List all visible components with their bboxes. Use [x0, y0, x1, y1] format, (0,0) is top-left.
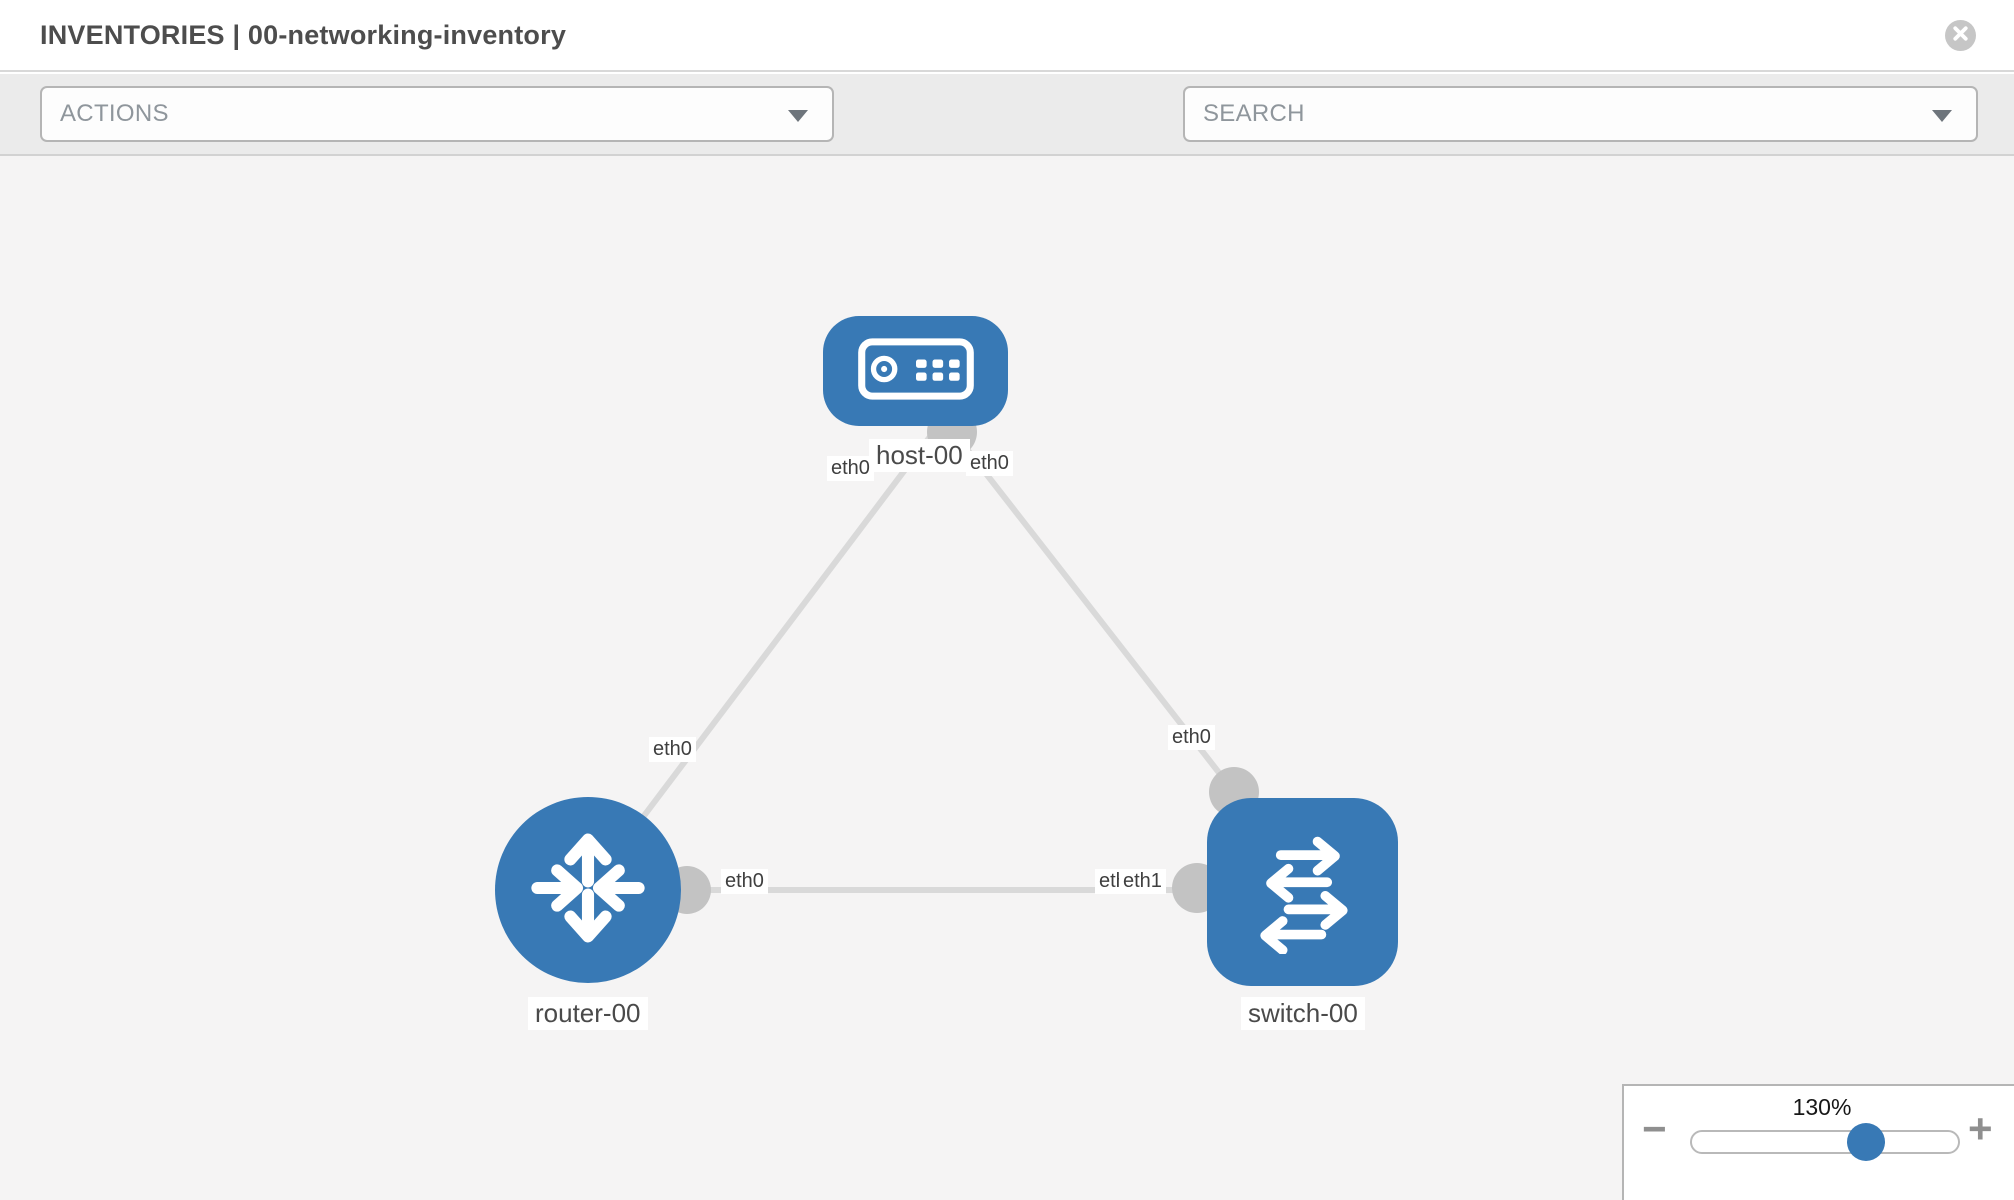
search-dropdown-label: SEARCH: [1203, 100, 1305, 127]
close-button[interactable]: [1945, 20, 1976, 51]
iface-label-host-eth0-to-router: eth0: [827, 456, 874, 481]
zoom-in-button[interactable]: +: [1968, 1105, 1993, 1152]
page-title: INVENTORIES | 00-networking-inventory: [40, 20, 567, 50]
host-icon: [857, 337, 975, 406]
zoom-slider-knob[interactable]: [1847, 1123, 1885, 1161]
close-icon: [1953, 25, 1968, 46]
node-router-00[interactable]: [495, 797, 681, 983]
actions-dropdown[interactable]: ACTIONS: [40, 86, 834, 142]
node-label-switch: switch-00: [1241, 997, 1365, 1030]
window-header: INVENTORIES | 00-networking-inventory: [0, 0, 2014, 72]
router-icon: [522, 822, 654, 959]
iface-label-switch-eth1: eth1: [1119, 869, 1166, 894]
topology-canvas[interactable]: host-00 router-00 switch-00 eth0 eth0 et…: [0, 156, 2014, 1200]
chevron-down-icon: [1932, 110, 1952, 122]
zoom-level-value: 130%: [1792, 1094, 1852, 1120]
iface-label-switch-eth0-uplink: eth0: [1168, 725, 1215, 750]
toolbar: ACTIONS SEARCH: [0, 74, 2014, 212]
chevron-down-icon: [788, 110, 808, 122]
zoom-slider[interactable]: [1690, 1123, 1960, 1161]
link-host-router: [585, 428, 938, 892]
actions-dropdown-label: ACTIONS: [60, 100, 169, 127]
search-dropdown[interactable]: SEARCH: [1183, 86, 1978, 142]
node-host-00[interactable]: [823, 316, 1008, 426]
switch-icon: [1240, 826, 1366, 959]
zoom-control-panel: 130% − +: [1622, 1084, 2014, 1200]
topology-links-layer: [585, 407, 1260, 914]
iface-label-router-eth0-to-switch: eth0: [721, 869, 768, 894]
node-label-host: host-00: [869, 439, 970, 472]
node-label-router: router-00: [528, 997, 648, 1030]
iface-label-router-eth0-uplink: eth0: [649, 737, 696, 762]
iface-label-host-eth0-to-switch: eth0: [966, 451, 1013, 476]
node-switch-00[interactable]: [1207, 798, 1398, 986]
zoom-out-button[interactable]: −: [1642, 1105, 1667, 1152]
